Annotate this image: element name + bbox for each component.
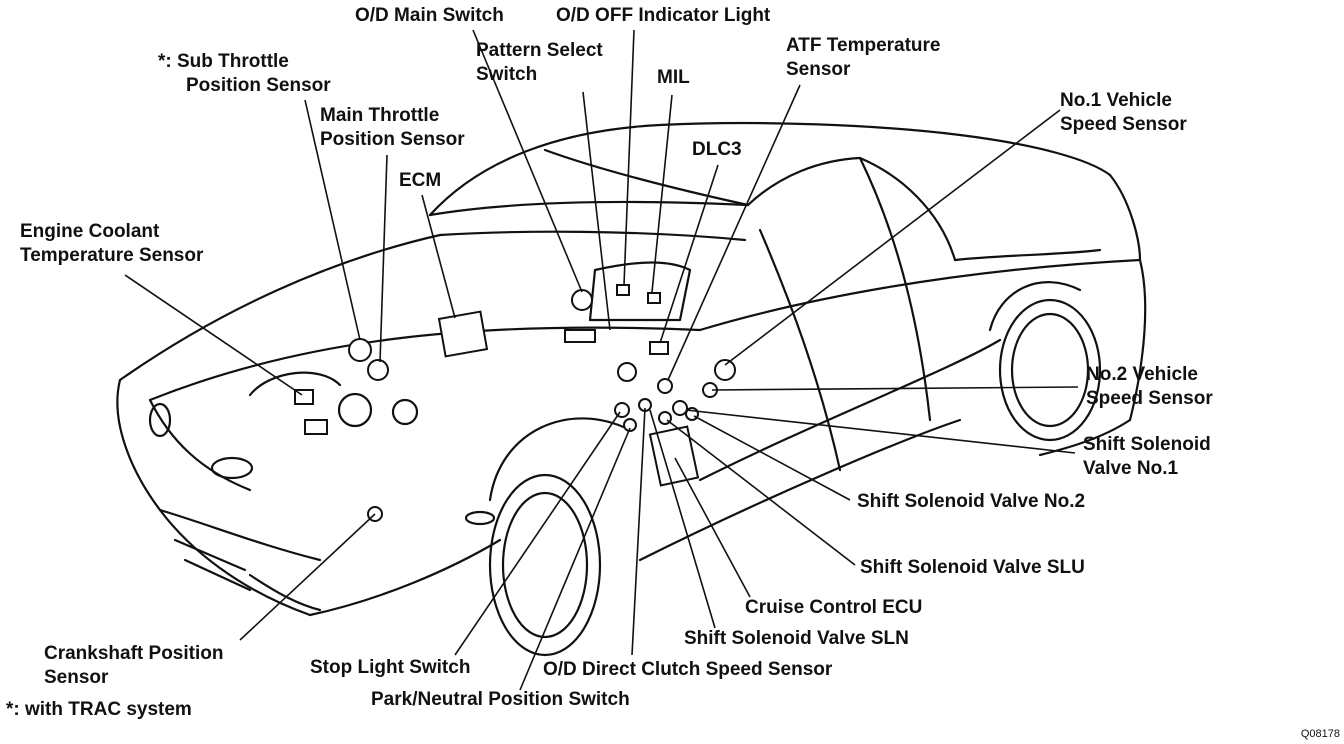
label-ecm: ECM	[399, 170, 442, 191]
label-dlc3: DLC3	[692, 139, 742, 160]
label-sub-throttle-position-sensor: *: Sub Throttle Position Sensor	[158, 51, 331, 96]
label-od-off-indicator-light: O/D OFF Indicator Light	[556, 5, 771, 26]
mil-light	[647, 292, 661, 304]
label-shift-solenoid-valve-sln: Shift Solenoid Valve SLN	[684, 628, 909, 649]
trac-footnote: *: with TRAC system	[6, 699, 192, 720]
main-throttle-sensor	[367, 359, 389, 381]
od-off-light	[616, 284, 630, 296]
label-stop-light-switch: Stop Light Switch	[310, 657, 471, 678]
label-engine-coolant-temperature-sensor: Engine Coolant Temperature Sensor	[20, 221, 204, 266]
label-park-neutral-position-switch: Park/Neutral Position Switch	[371, 689, 630, 710]
label-crankshaft-position-sensor: Crankshaft Position Sensor	[44, 643, 224, 688]
label-atf-temperature-sensor: ATF Temperature Sensor	[786, 35, 941, 80]
vss1-sensor	[714, 359, 736, 381]
label-cruise-control-ecu: Cruise Control ECU	[745, 597, 923, 618]
label-pattern-select-switch: Pattern Select Switch	[476, 40, 603, 85]
sub-throttle-sensor	[348, 338, 372, 362]
leader-lines	[124, 29, 1079, 691]
car-outline	[116, 121, 1147, 657]
components	[294, 284, 736, 522]
label-od-main-switch: O/D Main Switch	[355, 5, 504, 26]
label-od-direct-clutch-speed-sensor: O/D Direct Clutch Speed Sensor	[543, 659, 833, 680]
ecm-box	[437, 310, 489, 358]
cruise-ecu-box	[648, 425, 700, 487]
label-no1-vehicle-speed-sensor: No.1 Vehicle Speed Sensor	[1060, 90, 1187, 135]
od-main-switch-knob	[571, 289, 593, 311]
label-no2-vehicle-speed-sensor: No.2 Vehicle Speed Sensor	[1086, 364, 1213, 409]
label-main-throttle-position-sensor: Main Throttle Position Sensor	[320, 105, 465, 150]
park-neutral-switch	[623, 418, 637, 432]
crank-sensor-housing	[304, 419, 328, 435]
label-shift-solenoid-valve-no1: Shift Solenoid Valve No.1	[1083, 434, 1211, 479]
shifter-base	[564, 329, 596, 343]
dlc3-port	[649, 341, 669, 355]
figure-code: Q08178	[1300, 728, 1340, 740]
transmission-sensor	[617, 362, 637, 382]
label-mil: MIL	[657, 67, 690, 88]
atf-temp-sensor	[657, 378, 673, 394]
label-shift-solenoid-valve-no2: Shift Solenoid Valve No.2	[857, 491, 1086, 512]
solenoid-1	[672, 400, 688, 416]
label-shift-solenoid-valve-slu: Shift Solenoid Valve SLU	[860, 557, 1085, 578]
